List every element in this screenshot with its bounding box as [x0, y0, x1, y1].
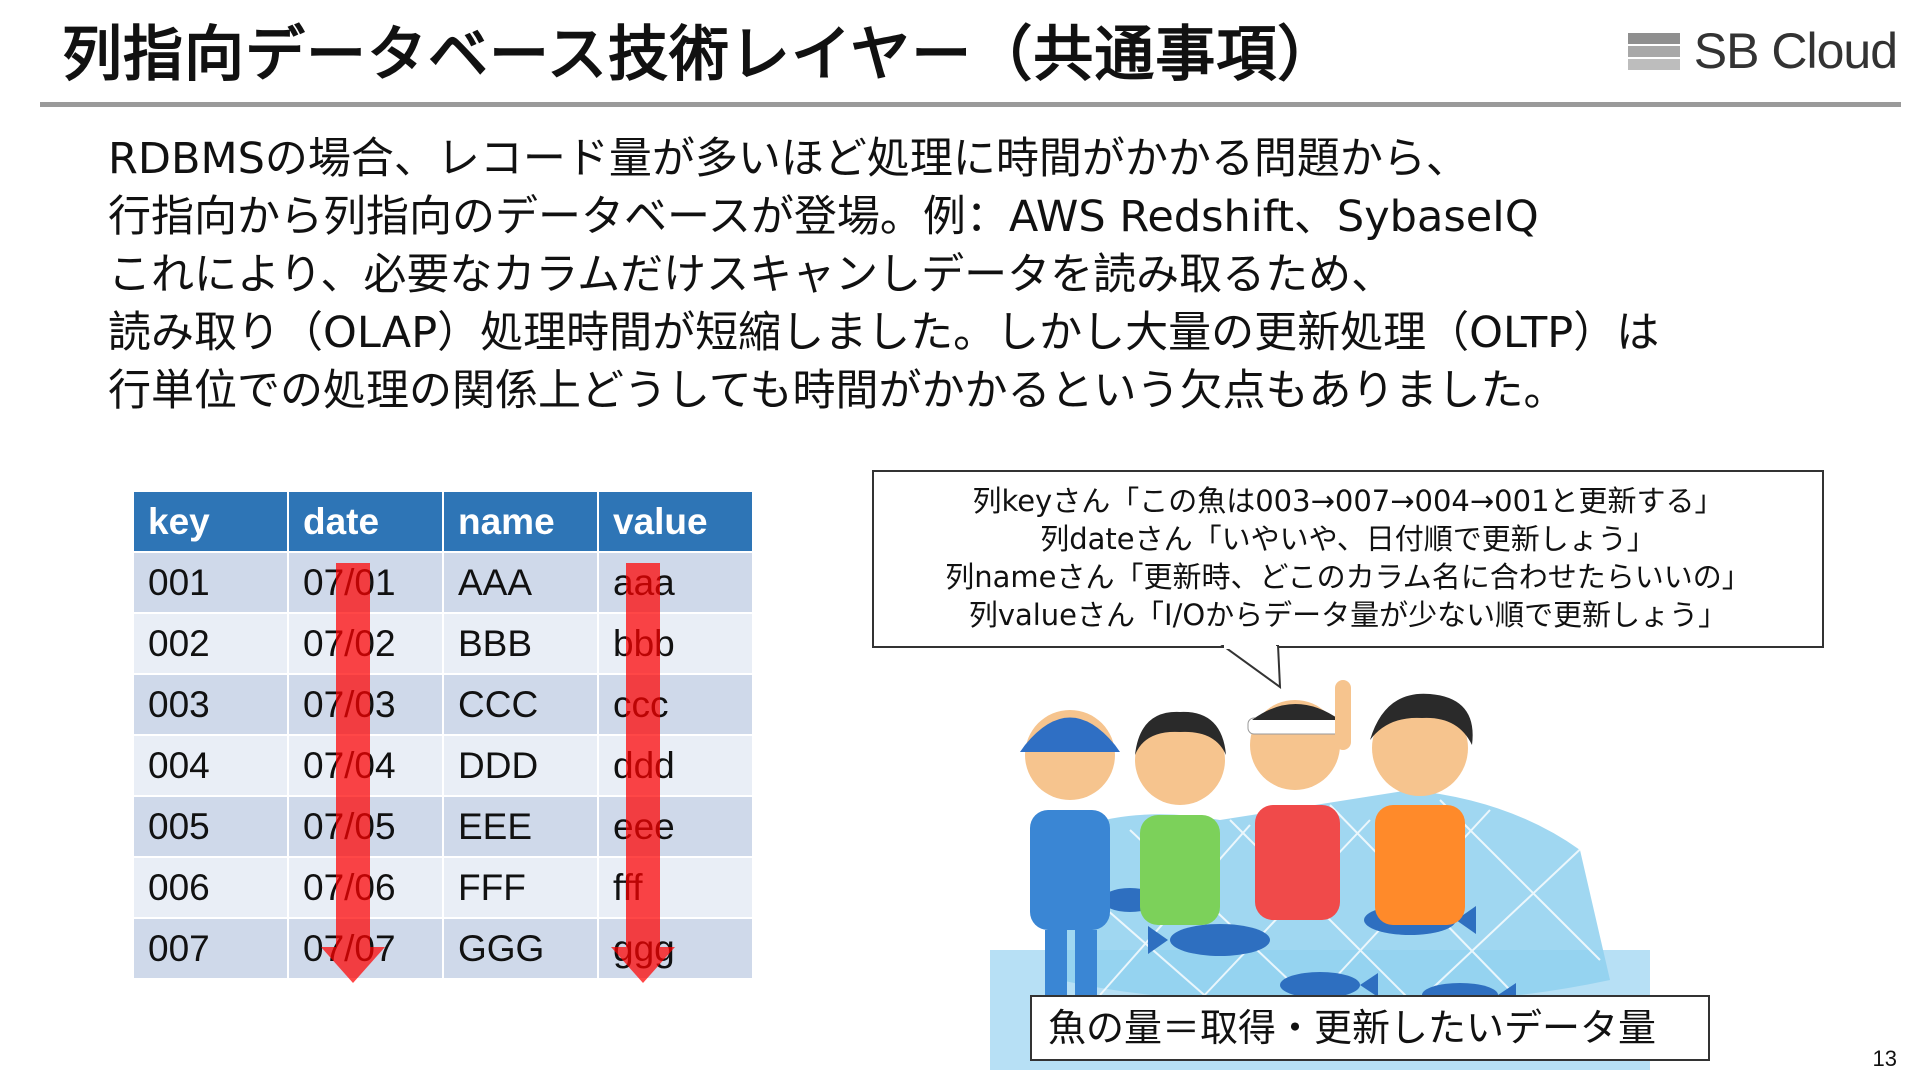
- body-line: 行指向から列指向のデータベースが登場。例：AWS Redshift、Sybase…: [108, 192, 1539, 242]
- cell-name: GGG: [442, 917, 599, 980]
- body-line: これにより、必要なカラムだけスキャンしデータを読み取るため、: [108, 250, 1395, 300]
- column-header-key: key: [132, 490, 289, 553]
- cell-name: DDD: [442, 734, 599, 797]
- cell-key: 001: [132, 551, 289, 614]
- bubble-line: 列valueさん「I/Oからデータ量が少ない順で更新しょう」: [968, 598, 1728, 632]
- cell-value: eee: [597, 795, 754, 858]
- cell-name: AAA: [442, 551, 599, 614]
- cell-key: 006: [132, 856, 289, 919]
- speech-bubble: 列keyさん「この魚は003→007→004→001と更新する」 列dateさん…: [872, 470, 1824, 648]
- table-row: 005 07/05 EEE eee: [132, 795, 754, 858]
- column-header-name: name: [442, 490, 599, 553]
- table-row: 002 07/02 BBB bbb: [132, 612, 754, 675]
- cell-name: BBB: [442, 612, 599, 675]
- title-divider: [40, 102, 1901, 107]
- fishermen-illustration: [990, 680, 1650, 1070]
- date-column-scan-arrow-icon: [321, 563, 385, 983]
- cell-value: ccc: [597, 673, 754, 736]
- cell-key: 007: [132, 917, 289, 980]
- sample-table: key date name value 001 07/01 AAA aaa 00…: [132, 490, 754, 980]
- value-column-scan-arrow-icon: [611, 563, 675, 983]
- body-line: RDBMSの場合、レコード量が多いほど処理に時間がかかる問題から、: [108, 134, 1469, 184]
- cell-value: ddd: [597, 734, 754, 797]
- cell-name: FFF: [442, 856, 599, 919]
- cell-value: bbb: [597, 612, 754, 675]
- cell-key: 005: [132, 795, 289, 858]
- bubble-line: 列dateさん「いやいや、日付順で更新しょう」: [1040, 522, 1656, 556]
- bubble-line: 列keyさん「この魚は003→007→004→001と更新する」: [972, 484, 1724, 518]
- body-line: 行単位での処理の関係上どうしても時間がかかるという欠点もありました。: [108, 366, 1567, 416]
- table-row: 004 07/04 DDD ddd: [132, 734, 754, 797]
- table-row: 006 07/06 FFF fff: [132, 856, 754, 919]
- brand-logo: SB Cloud: [1627, 20, 1898, 82]
- cell-name: CCC: [442, 673, 599, 736]
- cell-key: 003: [132, 673, 289, 736]
- table-row: 003 07/03 CCC ccc: [132, 673, 754, 736]
- cell-value: aaa: [597, 551, 754, 614]
- brand-name: SB Cloud: [1693, 23, 1898, 79]
- bubble-line: 列nameさん「更新時、どこのカラム名に合わせたらいいの」: [945, 560, 1751, 594]
- cell-value: fff: [597, 856, 754, 919]
- table-header-row: key date name value: [132, 490, 754, 553]
- body-text: RDBMSの場合、レコード量が多いほど処理に時間がかかる問題から、 行指向から列…: [108, 130, 1898, 420]
- table-row: 001 07/01 AAA aaa: [132, 551, 754, 614]
- body-line: 読み取り（OLAP）処理時間が短縮しました。しかし大量の更新処理（OLTP）は: [108, 308, 1660, 358]
- logo-icon: [1627, 29, 1680, 73]
- cell-key: 002: [132, 612, 289, 675]
- speech-bubble-tail: [1220, 645, 1282, 689]
- column-header-date: date: [287, 490, 444, 553]
- page-number: 13: [1872, 1046, 1897, 1071]
- column-header-value: value: [597, 490, 754, 553]
- slide-title: 列指向データベース技術レイヤー（共通事項）: [62, 20, 1339, 90]
- cell-key: 004: [132, 734, 289, 797]
- cell-name: EEE: [442, 795, 599, 858]
- illustration-caption: 魚の量＝取得・更新したいデータ量: [1030, 995, 1710, 1061]
